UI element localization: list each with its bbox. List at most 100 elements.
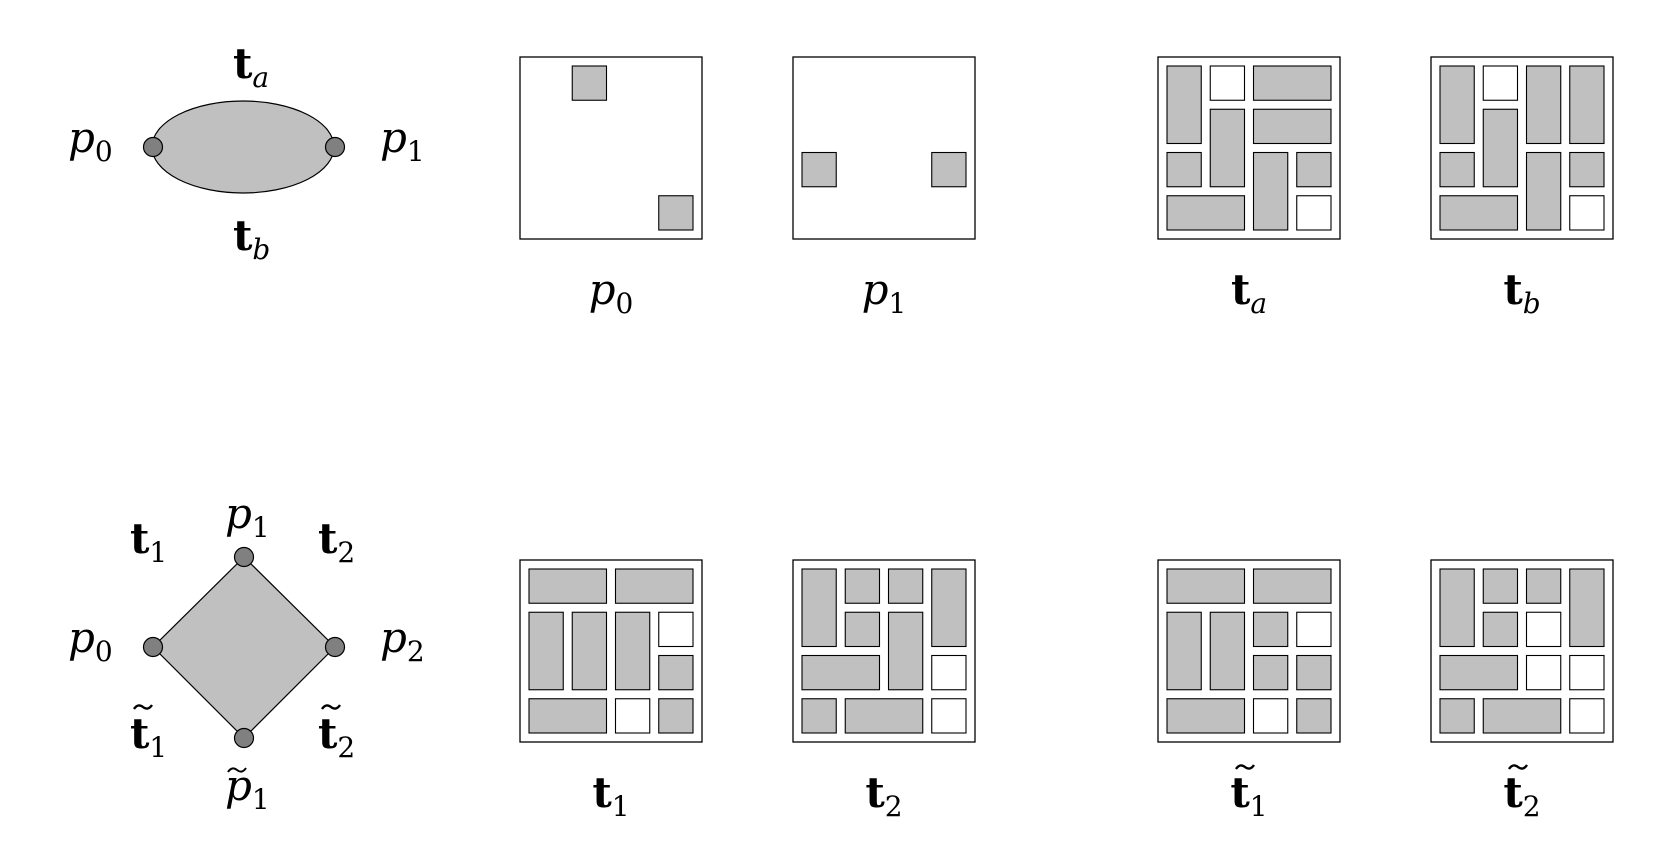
label-sub: 2 [337,536,355,569]
bottom-graph-left-vertex-label: p0 [68,613,113,668]
top-graph-right-vertex [324,136,346,158]
label-sub: 1 [407,135,425,168]
square-tile [1166,151,1202,188]
square-empty-tile [1569,698,1605,734]
square-empty-tile [931,654,967,691]
square-empty-tile [1525,654,1562,691]
label-base: p [862,265,889,314]
horizontal-tile [801,654,881,691]
bottom-graph-upper-left-edge-label: t1 [130,514,167,569]
svg-text:t2: t2 [318,709,355,764]
label-base: t [1503,265,1523,314]
horizontal-tile [528,698,608,734]
square-empty-tile [1569,195,1605,231]
square-tile [1296,654,1332,691]
vertical-tile [1569,65,1605,145]
square-empty-tile [1482,65,1519,101]
top-graph-right-vertex-label: p1 [380,113,425,168]
horizontal-tile [1166,195,1246,231]
top-graph: ta tb p0 p1 [68,39,425,266]
horizontal-tile [1252,65,1332,101]
vertical-tile [1569,568,1605,648]
horizontal-tile [1482,698,1562,734]
horizontal-tile [844,698,924,734]
bottom-graph-right-vertex-label: p2 [380,613,425,668]
square-empty-tile [1296,195,1332,231]
label-sub: b [252,233,270,266]
square-tile [1296,698,1332,734]
panel-t1-tilde: t1 [1157,559,1341,823]
tilde-mark [1235,764,1255,770]
square-empty-tile [1569,654,1605,691]
square-empty-tile [1209,65,1246,101]
vertical-tile [571,611,608,691]
horizontal-tile [1166,568,1246,604]
vertical-tile [1439,65,1475,145]
svg-text:t1: t1 [130,709,167,764]
horizontal-tile [1439,195,1519,231]
horizontal-tile [1439,654,1519,691]
vertical-tile [1209,611,1246,691]
vertical-tile [887,611,924,691]
panel-p1: p1 [792,56,976,320]
vertical-tile [1252,151,1289,231]
square-empty-tile [1525,611,1562,648]
bottom-graph-lower-right-edge-label: t2 [318,704,355,764]
square-tile [844,568,881,604]
vertical-tile [1439,568,1475,648]
label-base: p [589,265,616,314]
top-graph-left-vertex [142,136,164,158]
square-empty-tile [1296,611,1332,648]
label-sub: 2 [407,635,425,668]
bottom-graph-left-vertex [142,636,164,658]
panel-label: ta [1231,265,1267,320]
bottom-graph-bottom-vertex-label: p1 [225,761,270,816]
label-base: t [130,709,150,758]
panel-ta: ta [1157,56,1341,320]
tilde-mark [227,767,247,773]
label-sub: 1 [1250,790,1268,823]
panel-frame [792,56,976,240]
label-sub: 2 [885,790,903,823]
horizontal-tile [1252,108,1332,145]
label-base: p [225,761,252,810]
label-base: t [592,768,612,817]
top-graph-left-vertex-label: p0 [68,113,113,168]
bottom-graph-lower-left-edge-label: t1 [130,704,167,764]
label-sub: 1 [252,511,270,544]
panel-label: p1 [862,265,907,320]
vertical-tile [1166,65,1202,145]
bottom-graph-bottom-vertex [233,727,255,749]
square-tile [1296,151,1332,188]
horizontal-tile [1166,698,1246,734]
square-tile [1569,151,1605,188]
label-sub: 0 [95,135,113,168]
square-tile [887,568,924,604]
label-base: t [865,768,885,817]
square-empty-tile [614,698,651,734]
bottom-graph-face [152,556,336,739]
square-tile [801,698,837,734]
square-tile [801,151,837,188]
tilde-mark [321,704,341,710]
square-empty-tile [658,611,694,648]
bottom-graph-top-vertex-label: p1 [225,489,270,544]
label-sub: a [252,61,269,94]
bottom-graph-upper-right-edge-label: t2 [318,514,355,569]
square-tile [1439,151,1475,188]
label-base: t [1503,768,1523,817]
bottom-graph: p1 p0 p2 p1 t1 t2 t1 t2 [68,489,425,816]
bottom-graph-top-vertex [233,546,255,568]
label-base: t [1231,265,1251,314]
label-sub: 2 [337,731,355,764]
vertical-tile [1209,108,1246,188]
vertical-tile [614,611,651,691]
panel-label: t2 [865,768,902,823]
panel-t2-tilde: t2 [1430,559,1614,823]
vertical-tile [1525,151,1562,231]
vertical-tile [528,611,564,691]
vertical-tile [931,568,967,648]
square-tile [658,698,694,734]
label-sub: 1 [149,536,167,569]
